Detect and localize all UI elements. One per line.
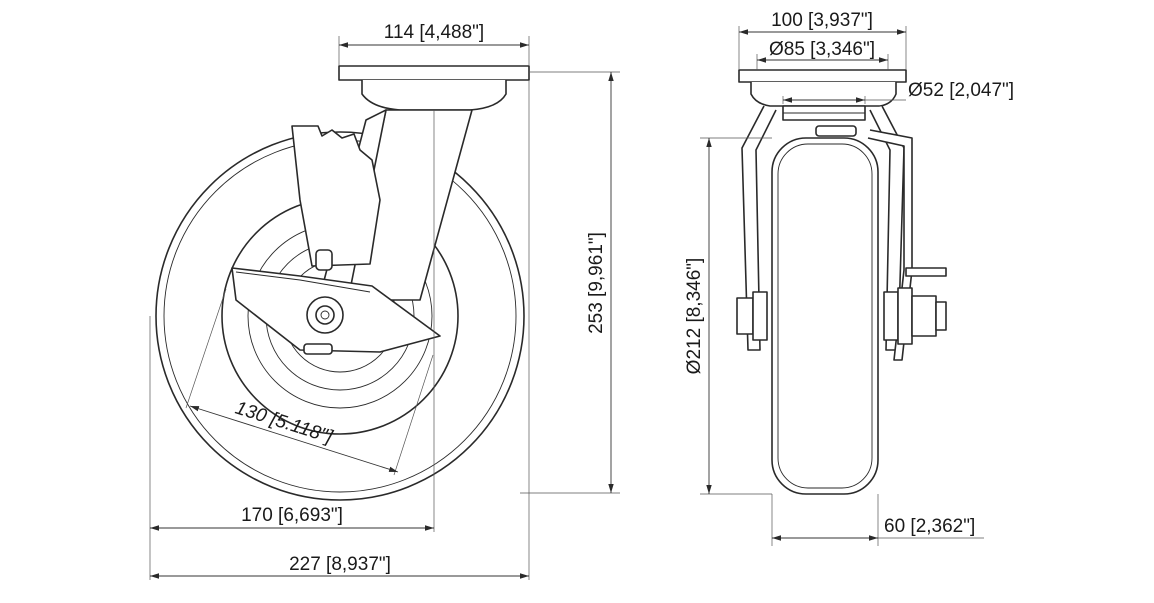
label-wheel-diameter: Ø212 [8,346"] [684,258,705,375]
side-top-plate [338,65,530,111]
label-top-plate-width: 114 [4,488"] [384,22,484,43]
label-height: 253 [9,961"] [586,232,607,334]
front-view: 100 [3,937"] Ø85 [3,346"] Ø52 [2,047"] Ø… [684,10,1014,546]
label-offset-width: 170 [6,693"] [241,505,343,526]
dim-wheel-diameter: Ø212 [8,346"] [684,137,772,495]
label-overall-width: 227 [8,937"] [289,554,391,575]
dim-kingpin: Ø52 [2,047"] [782,80,1014,104]
label-hub-diameter: 130 [5.118"] [233,398,336,449]
dim-offset-width: 170 [6,693"] [149,316,434,580]
dim-top-plate-width: 114 [4,488"] [338,22,530,66]
dim-plate-width: 100 [3,937"] [738,10,907,70]
side-brake-lever [231,125,441,355]
label-wheel-width: 60 [2,362"] [884,516,975,537]
dim-overall-width: 227 [8,937"] [150,80,530,580]
label-kingpin: Ø52 [2,047"] [908,80,1014,101]
dim-bolt-circle: Ø85 [3,346"] [756,39,889,70]
label-plate-width: 100 [3,937"] [771,10,873,31]
dim-wheel-width: 60 [2,362"] [771,494,984,546]
front-wheel [771,137,879,495]
front-axle [736,287,947,345]
side-view: 114 [4,488"] 253 [9,961"] 130 [5.118"] 1… [149,22,620,580]
label-bolt-circle: Ø85 [3,346"] [769,39,875,60]
dim-height: 253 [9,961"] [520,71,620,494]
